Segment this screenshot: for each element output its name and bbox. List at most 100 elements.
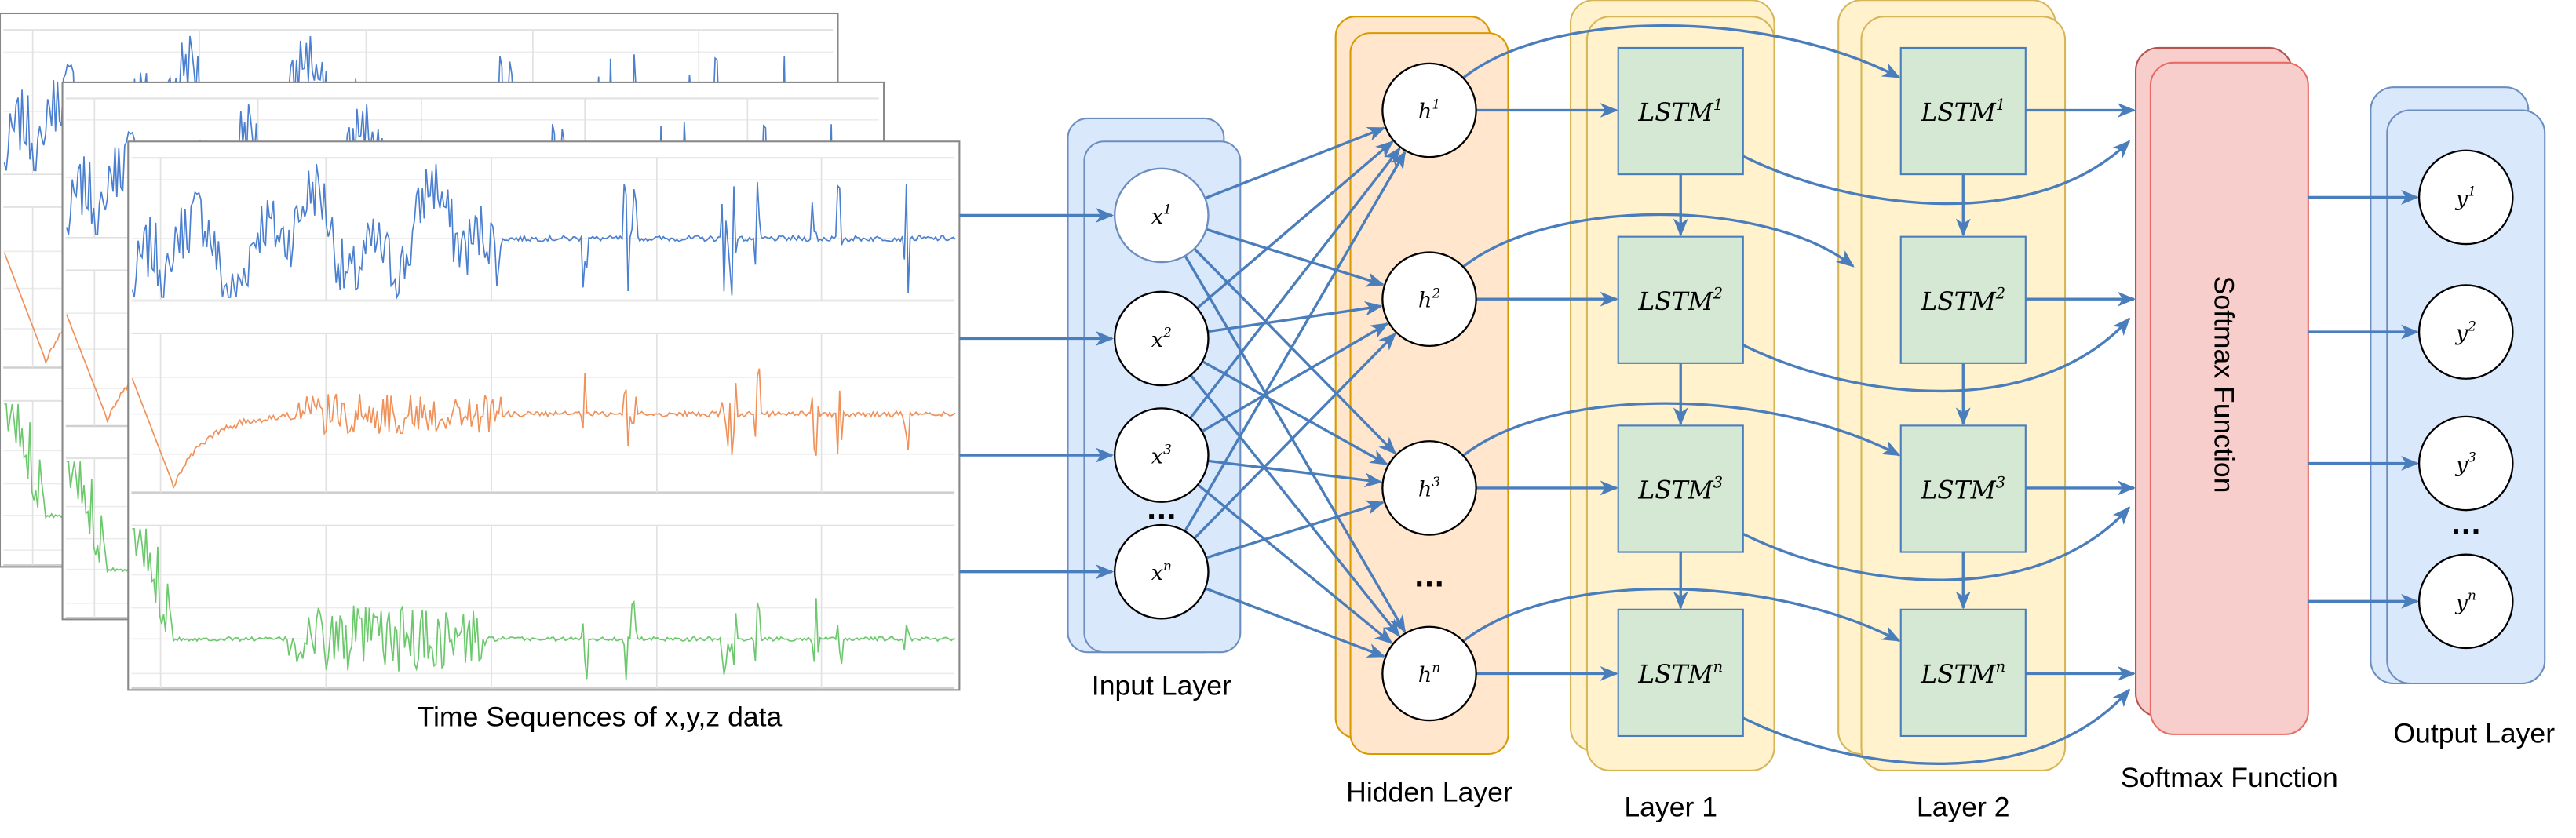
label-superscript: 2 (2467, 318, 2476, 333)
node-label: y3 (2454, 450, 2476, 477)
layer-containers (1067, 0, 2546, 771)
node-circle (2417, 284, 2514, 380)
hidden-to-lstm2-curve-arrow (1462, 402, 1901, 457)
lstm1-to-softmax-curve-arrow (1742, 688, 2131, 765)
label-superscript: 1 (1163, 202, 1172, 217)
lstm-cell-label: LSTM3 (1920, 473, 2005, 505)
label-superscript: 3 (1163, 441, 1172, 457)
label-base: x (1151, 205, 1163, 229)
label-base: h (1418, 289, 1432, 313)
output-node: yn (2417, 553, 2514, 650)
node-label: x3 (1151, 441, 1172, 468)
input-to-hidden-arrow (1184, 255, 1407, 633)
lstm-cell-box (1617, 235, 1744, 364)
label-superscript: 2 (1713, 285, 1723, 303)
lstm-layer1-cell: LSTM2 (1617, 235, 1744, 364)
lstm-layer2-cell: LSTM2 (1899, 235, 2027, 364)
layer2-label: Layer 2 (1917, 792, 2010, 823)
node-label: x2 (1151, 325, 1172, 352)
lstm-cell-label: LSTMn (1637, 658, 1723, 689)
output-ellipsis: ... (2451, 510, 2481, 541)
node-label: x1 (1151, 202, 1172, 229)
node-label: h2 (1418, 285, 1440, 312)
output-layer-front (2386, 109, 2546, 685)
softmax-layer-label: Softmax Function (2121, 762, 2338, 793)
hidden-ellipsis: ... (1414, 562, 1444, 592)
hidden-to-lstm2-curve-arrow (1462, 588, 1901, 643)
label-base: x (1151, 561, 1163, 585)
series-y-line (131, 368, 956, 490)
lstm-cell-box (1617, 46, 1744, 176)
lstm-layer2-cell: LSTM1 (1899, 46, 2027, 176)
input-to-hidden-arrow (1204, 126, 1386, 200)
node-circle (1381, 62, 1477, 158)
input-to-hidden-arrow (1202, 360, 1388, 466)
input-to-hidden-arrow (1204, 587, 1386, 658)
label-superscript: 3 (1713, 473, 1723, 491)
input-to-hidden-arrow (1193, 332, 1397, 540)
lstm1-to-softmax-curve-arrow (1742, 140, 2131, 206)
lstm1-to-softmax-curve-arrow (1742, 506, 2131, 581)
output-node: y3 (2417, 415, 2514, 512)
label-base: h (1418, 100, 1432, 124)
lstm-cell-label: LSTM1 (1637, 96, 1723, 127)
node-label: y2 (2454, 318, 2476, 345)
node-circle (1114, 523, 1210, 620)
node-circle (1114, 290, 1210, 387)
input-to-hidden-arrow (1197, 483, 1393, 644)
label-base: LSTM (1637, 288, 1713, 316)
input-to-hidden-arrow (1201, 322, 1389, 433)
input-to-hidden-arrow (1207, 301, 1383, 333)
label-superscript: n (1713, 658, 1724, 676)
input-node: x3 (1114, 407, 1210, 503)
label-superscript: 2 (1995, 285, 2005, 303)
label-base: LSTM (1920, 661, 1996, 689)
lstm-cell-box (1899, 235, 2027, 364)
label-base: y (2454, 591, 2468, 615)
label-base: h (1418, 663, 1432, 687)
input-layer-label: Input Layer (1092, 670, 1231, 701)
node-label: xn (1151, 558, 1172, 585)
lstm-layer1-cell: LSTMn (1617, 608, 1744, 738)
lstm-cell-label: LSTM1 (1920, 96, 2005, 127)
input-ellipsis: ... (1147, 495, 1177, 526)
label-superscript: 3 (1996, 473, 2005, 491)
input-node: x2 (1114, 290, 1210, 387)
label-base: y (2454, 187, 2468, 211)
label-superscript: n (1996, 658, 2006, 676)
node-circle (1381, 625, 1477, 722)
output-node: y2 (2417, 284, 2514, 380)
label-superscript: 1 (2468, 184, 2476, 199)
label-base: LSTM (1637, 661, 1713, 689)
node-label: h3 (1418, 474, 1440, 501)
softmax-front (2149, 61, 2309, 735)
label-base: LSTM (1920, 477, 1996, 505)
input-layer-front (1083, 140, 1242, 654)
hidden-node: h3 (1381, 440, 1477, 536)
lstm-cell-box (1617, 424, 1744, 553)
series-z-line (132, 527, 956, 681)
label-base: x (1151, 328, 1163, 352)
label-base: y (2454, 453, 2468, 477)
hidden-node: hn (1381, 625, 1477, 722)
lstm-cell-label: LSTM3 (1637, 473, 1723, 505)
hidden-node: h2 (1381, 251, 1477, 348)
node-circle (2417, 415, 2514, 512)
time-series-chart (127, 140, 961, 691)
label-base: h (1418, 477, 1432, 501)
node-circle (1114, 167, 1210, 264)
connection-arrows (959, 24, 2420, 765)
hidden-node: h1 (1381, 62, 1477, 158)
label-superscript: 3 (1432, 474, 1440, 490)
node-label: h1 (1418, 97, 1440, 124)
label-superscript: 3 (2468, 450, 2476, 465)
node-circle (2417, 149, 2514, 246)
input-to-hidden-arrow (1207, 459, 1383, 488)
softmax-box-label: Softmax Function (2209, 276, 2240, 494)
input-to-hidden-arrow (1184, 151, 1407, 532)
lstm-cell-label: LSTM2 (1920, 285, 2005, 316)
series-x-line (131, 163, 956, 300)
